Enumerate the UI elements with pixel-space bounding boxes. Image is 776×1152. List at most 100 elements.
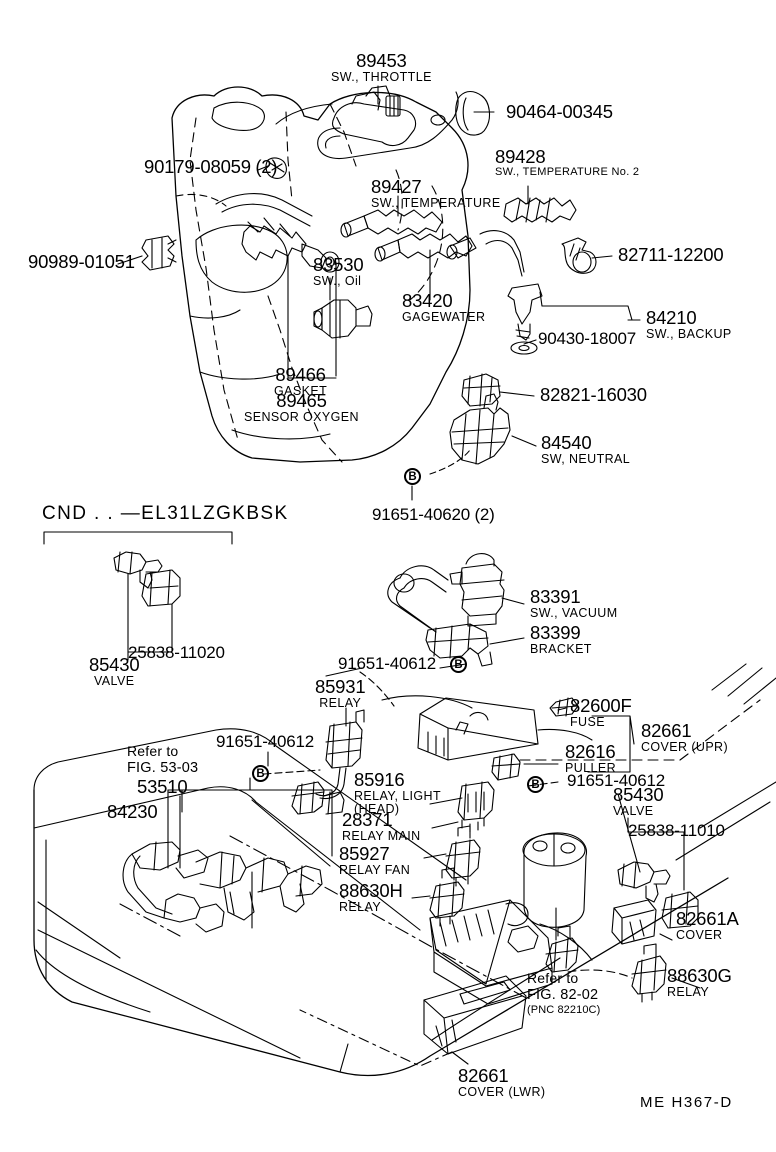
part-number: 90179-08059	[144, 156, 251, 177]
part-number: 89428	[495, 146, 546, 167]
callout-25838-11020: 25838-11020	[128, 643, 225, 662]
part-number: 90989-01051	[28, 251, 135, 272]
callout-89466: 89466 GASKET	[274, 365, 327, 398]
part-number: 82821-16030	[540, 384, 647, 405]
part-number: 82661	[641, 720, 692, 741]
refer-line-2: FIG. 53-03	[127, 759, 199, 776]
callout-82616: 82616 PULLER	[565, 741, 617, 775]
part-number: 83420	[402, 290, 453, 311]
part-number: 25838-11010	[628, 821, 725, 840]
callout-88630G: 88630G RELAY	[667, 965, 732, 999]
part-number: 90430-18007	[538, 329, 637, 348]
part-number: 90464-00345	[506, 101, 613, 122]
part-description: GAGEWATER	[402, 309, 486, 324]
part-description: RELAY	[339, 899, 382, 914]
part-number: 82616	[565, 741, 616, 762]
callout-84540: 84540 SW, NEUTRAL	[541, 433, 631, 466]
part-description: SENSOR OXYGEN	[244, 409, 359, 424]
part-number: 91651-40612	[216, 732, 315, 751]
callout-82600F: 82600F FUSE	[570, 695, 632, 729]
callout-85927: 85927 RELAY FAN	[339, 843, 411, 877]
part-description: RELAY	[667, 984, 710, 999]
part-number: 88630H	[339, 880, 403, 901]
sheet-footer-code: ME H367-D	[640, 1094, 733, 1111]
part-description: RELAY FAN	[339, 862, 411, 877]
callout-88630H: 88630H RELAY	[339, 880, 403, 914]
callout-82661-lwr: 82661 COVER (LWR)	[458, 1065, 546, 1099]
callout-82821-16030: 82821-16030	[540, 384, 647, 405]
callout-25838-11010: 25838-11010	[628, 821, 725, 840]
part-number: 85430	[613, 784, 664, 805]
part-number: 82711-12200	[618, 244, 724, 265]
part-number: 84210	[646, 307, 697, 328]
part-number: 91651-40620	[372, 505, 471, 524]
callout-83530: 83530 SW., Oil	[313, 254, 364, 288]
callout-91651-40612-right: 91651-40612	[567, 772, 665, 790]
part-description: BRACKET	[530, 641, 592, 656]
part-description: COVER (UPR)	[641, 739, 729, 754]
callout-89465: 89465 SENSOR OXYGEN	[244, 372, 359, 424]
part-number: 25838-11020	[128, 643, 225, 662]
callout-90464-00345: 90464-00345	[506, 101, 613, 122]
part-number: 82661A	[676, 908, 739, 929]
callout-91651-40612-top: 91651-40612	[338, 655, 436, 673]
callout-83420: 83420 GAGEWATER	[402, 290, 486, 324]
part-quantity: (2)	[474, 505, 495, 524]
part-number: 85916	[354, 769, 405, 790]
part-number: 85927	[339, 843, 390, 864]
part-number: 85931	[315, 676, 366, 697]
callout-53510: 53510	[137, 776, 188, 797]
part-description: FUSE	[570, 714, 605, 729]
callout-90989-01051: 90989-01051	[28, 251, 135, 272]
callout-90430-18007: 90430-18007	[538, 329, 637, 348]
callout-90179-08059: 90179-08059 (2)	[144, 156, 278, 177]
part-description: VALVE	[94, 673, 135, 688]
callout-85430-lower: 85430 VALVE	[613, 784, 664, 818]
part-number: 83399	[530, 622, 581, 643]
part-description: SW., BACKUP	[646, 326, 732, 341]
callout-84230: 84230	[107, 801, 158, 822]
callout-85430-model: 85430 VALVE	[89, 654, 140, 688]
part-number: 53510	[137, 776, 188, 797]
part-number: 84230	[107, 801, 158, 822]
bolt-mark-b: B	[404, 468, 421, 485]
callout-85916: 85916 RELAY, LIGHT (HEAD)	[354, 769, 441, 816]
part-number: 28371	[342, 809, 393, 830]
part-description: SW., THROTTLE	[331, 69, 432, 84]
callout-82711-12200: 82711-12200	[618, 244, 724, 265]
part-description-2: (HEAD)	[354, 801, 400, 816]
reference-fig-53-03: Refer to FIG. 53-03	[127, 743, 198, 777]
part-description: SW, NEUTRAL	[541, 451, 631, 466]
part-number: 89465	[276, 390, 327, 411]
callout-28371: 28371 RELAY MAIN	[342, 809, 421, 843]
part-description: SW., TEMPERATURE	[371, 195, 501, 210]
part-description: VALVE	[613, 803, 654, 818]
part-number: 89453	[356, 50, 407, 71]
part-description: PULLER	[565, 760, 617, 775]
part-number: 83530	[313, 254, 364, 275]
model-code-label: CND . . —EL31LZGKBSK	[42, 503, 289, 524]
part-number: 85430	[89, 654, 140, 675]
callout-91651-40612-left: 91651-40612	[216, 733, 314, 751]
callout-83391: 83391 SW., VACUUM	[530, 586, 618, 620]
refer-line-3: (PNC 82210C)	[527, 1003, 601, 1016]
part-description: SW., Oil	[313, 273, 362, 288]
part-number: 89427	[371, 176, 422, 197]
refer-line-1: Refer to	[527, 970, 579, 986]
callout-91651-40620: 91651-40620 (2)	[372, 506, 495, 524]
callout-84210: 84210 SW., BACKUP	[646, 307, 732, 341]
callout-89427: 89427 SW., TEMPERATURE	[371, 176, 501, 210]
part-number: 83391	[530, 586, 581, 607]
part-description: COVER (LWR)	[458, 1084, 546, 1099]
part-number: 88630G	[667, 965, 732, 986]
part-description: SW., VACUUM	[530, 605, 618, 620]
part-number: 91651-40612	[338, 654, 437, 673]
bolt-mark-b: B	[252, 765, 269, 782]
part-description: SW., TEMPERATURE No. 2	[495, 165, 640, 178]
part-number: 82661	[458, 1065, 509, 1086]
part-description: RELAY MAIN	[342, 828, 421, 843]
callout-82661A: 82661A COVER	[676, 908, 739, 942]
part-number: 82600F	[570, 695, 632, 716]
